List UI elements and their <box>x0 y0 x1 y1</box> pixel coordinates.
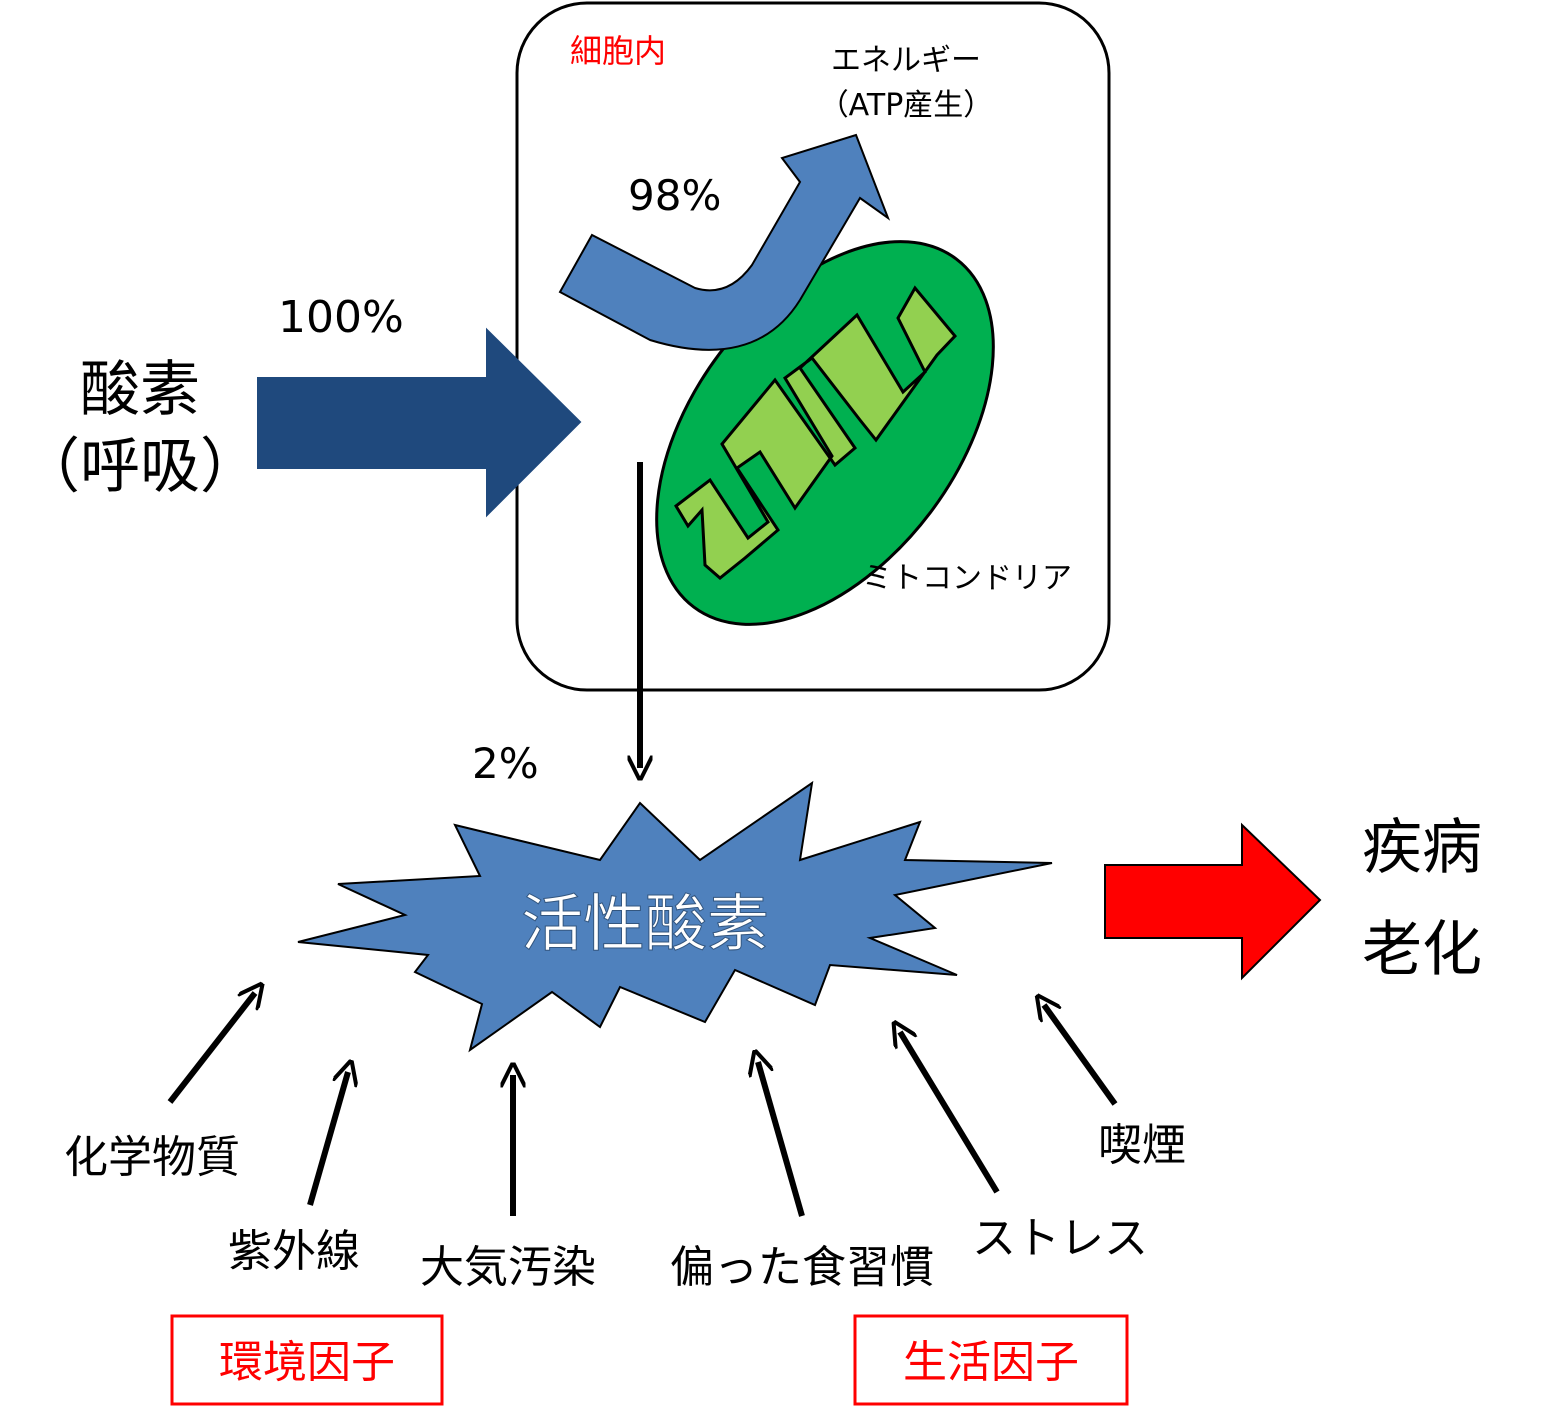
outcome-line2: 老化 <box>1362 915 1482 985</box>
oxygen-percent: 100% <box>278 292 404 343</box>
outcome-arrow <box>1104 822 1322 981</box>
factor-arrow-smoking <box>1044 1005 1118 1106</box>
cell-label: 細胞内 <box>570 32 666 70</box>
factor-chemicals: 化学物質 <box>64 1132 240 1183</box>
factor-air-pollution: 大気汚染 <box>420 1242 596 1293</box>
mitochondria-label: ミトコンドリア <box>862 561 1072 596</box>
factor-arrow-chemicals <box>167 993 255 1104</box>
environment-box <box>170 1314 444 1406</box>
oxygen-label-line1: 酸素 <box>80 355 200 425</box>
energy-percent: 98% <box>628 171 721 220</box>
energy-label-line1: エネルギー <box>831 43 981 78</box>
factor-stress: ストレス <box>972 1213 1148 1264</box>
factor-arrow-diet <box>758 1062 805 1217</box>
lifestyle-box <box>853 1314 1129 1406</box>
energy-label-line2: （ATP産生） <box>819 88 994 123</box>
factor-uv: 紫外線 <box>228 1226 360 1277</box>
lifestyle-label: 生活因子 <box>903 1337 1079 1388</box>
oxygen-label-line2: （呼吸） <box>20 432 260 502</box>
environment-label: 環境因子 <box>219 1337 395 1388</box>
ros-starburst <box>297 780 1053 1053</box>
ros-percent: 2% <box>472 739 539 788</box>
oxygen-arrow <box>257 327 582 518</box>
factor-smoking: 喫煙 <box>1098 1120 1186 1171</box>
ros-label: 活性酸素 <box>521 887 769 960</box>
factor-arrow-stress <box>900 1032 1000 1194</box>
factor-diet: 偏った食習慣 <box>670 1242 934 1293</box>
factor-arrow-uv <box>307 1072 348 1206</box>
mitochondria-cristae <box>674 285 958 580</box>
energy-arrow <box>558 133 891 351</box>
outcome-line1: 疾病 <box>1362 813 1482 883</box>
